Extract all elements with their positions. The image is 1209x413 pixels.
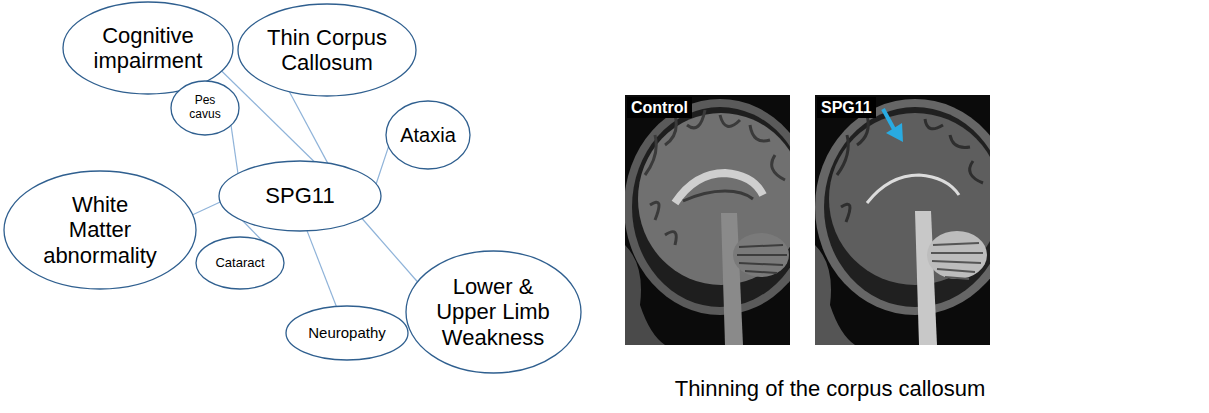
node-text-group: Ataxia [400, 124, 456, 147]
node-text-group: Lower & Upper Limb Weakness [429, 274, 557, 350]
node-text: White Matter abnormality [38, 192, 162, 268]
node-text-group: Thin Corpus Callosum [262, 25, 392, 76]
connector-stroke [193, 202, 221, 215]
connector-line [193, 202, 221, 215]
center-ellipse: SPG11 [218, 160, 382, 232]
ellipse-shape [63, 2, 233, 94]
connector-line [307, 231, 336, 307]
connector-line [376, 147, 388, 184]
image-label: Control [627, 97, 692, 118]
symptom-ellipse: Pes cavus [170, 80, 240, 136]
ellipse-shape [386, 101, 470, 169]
symptom-ellipse: Lower & Upper Limb Weakness [405, 250, 582, 374]
node-text: Lower & Upper Limb Weakness [429, 274, 557, 350]
symptom-ellipse: Neuropathy [285, 305, 409, 361]
ellipse-shape [238, 4, 416, 96]
node-text-group: SPG11 [265, 183, 334, 208]
connector-stroke [289, 92, 327, 163]
node-text: Cataract [215, 256, 264, 271]
ellipse-shape [286, 306, 408, 360]
symptom-ellipse: Ataxia [385, 100, 471, 170]
ellipse-shape [196, 237, 284, 289]
node-text: Pes cavus [183, 94, 227, 122]
connector-stroke [307, 231, 336, 307]
symptom-ellipse: Cataract [195, 236, 285, 290]
ellipse-shape [4, 171, 196, 289]
spg11-mri [815, 95, 1015, 345]
node-text: Neuropathy [308, 324, 386, 341]
symptom-ellipse: Thin Corpus Callosum [237, 3, 417, 97]
node-text: SPG11 [265, 183, 334, 208]
connector-stroke [231, 125, 238, 173]
node-text-group: Neuropathy [308, 324, 386, 341]
connector-stroke [362, 218, 417, 281]
connector-line [231, 125, 238, 173]
node-text-group: Cognitive impairment [86, 23, 210, 74]
connector-line [362, 218, 417, 281]
node-text-group: White Matter abnormality [38, 192, 162, 268]
symptom-ellipse: White Matter abnormality [3, 170, 197, 290]
node-text-group: Pes cavus [183, 94, 227, 122]
control-mri [624, 95, 816, 345]
node-text: Cognitive impairment [86, 23, 210, 74]
ellipse-shape [406, 251, 581, 373]
figure-caption: Thinning of the corpus callosum [600, 376, 1060, 402]
node-text: Ataxia [400, 124, 456, 147]
node-text-group: Cataract [215, 256, 264, 271]
ellipse-shape [219, 161, 381, 231]
connector-line [289, 92, 327, 163]
node-text: Thin Corpus Callosum [262, 25, 392, 76]
ellipse-shape [171, 81, 239, 135]
image-label: SPG11 [817, 97, 876, 118]
connector-stroke [376, 147, 388, 184]
